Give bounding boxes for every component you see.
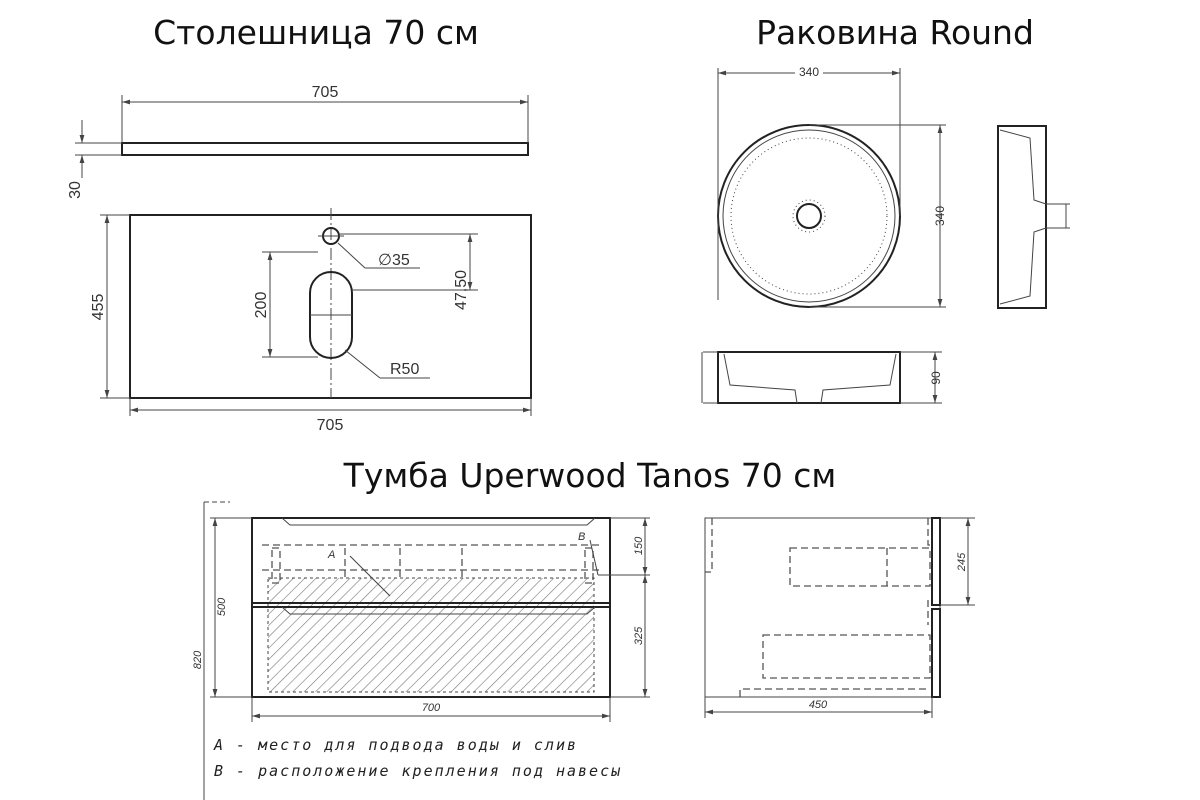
total-height-dim: 820	[192, 650, 204, 669]
bottom-drawer-dim: 325	[633, 626, 645, 645]
countertop-title: Столешница 70 см	[153, 13, 479, 52]
countertop-depth-dim: 455	[90, 294, 107, 321]
hole-offset-dim: 47,50	[453, 270, 470, 310]
sink-width-dim: 340	[799, 65, 819, 79]
countertop-width-top-dim: 705	[312, 84, 339, 101]
sink-height-dim: 90	[929, 371, 943, 385]
label-a: A	[327, 549, 335, 561]
cabinet-side-view: 245 450	[704, 517, 975, 718]
countertop-width-bottom-dim: 705	[317, 417, 344, 434]
sink-depth-dim: 340	[933, 206, 947, 226]
cabinet-height-dim: 500	[216, 597, 228, 616]
cabinet-title: Тумба Uperwood Tanos 70 см	[343, 456, 837, 495]
cabinet-width-dim: 700	[422, 702, 441, 714]
side-depth-dim: 450	[809, 699, 828, 711]
sink-plan-view: 340 340	[717, 64, 947, 308]
top-drawer-dim: 150	[633, 536, 645, 555]
sink-side-view	[997, 125, 1070, 309]
legend-a: А - место для подвода воды и слив	[213, 736, 578, 754]
legend-b: В - расположение крепления под навесы	[214, 762, 622, 780]
cabinet-front-view: A B 500 820 150 325 700	[192, 501, 650, 800]
label-b: B	[578, 531, 585, 543]
slot-length-dim: 200	[253, 292, 270, 319]
side-height-dim: 245	[956, 552, 968, 572]
countertop-thickness-dim: 30	[67, 181, 84, 199]
countertop-side-view: 705 30	[67, 84, 529, 199]
sink-title: Раковина Round	[756, 13, 1034, 52]
sink-front-view: 90	[701, 351, 943, 404]
hole-diameter-dim: ∅35	[378, 252, 410, 269]
countertop-plan-view: 200 47,50 ∅35 R50 455 705	[90, 208, 532, 434]
slot-radius-dim: R50	[390, 361, 419, 378]
